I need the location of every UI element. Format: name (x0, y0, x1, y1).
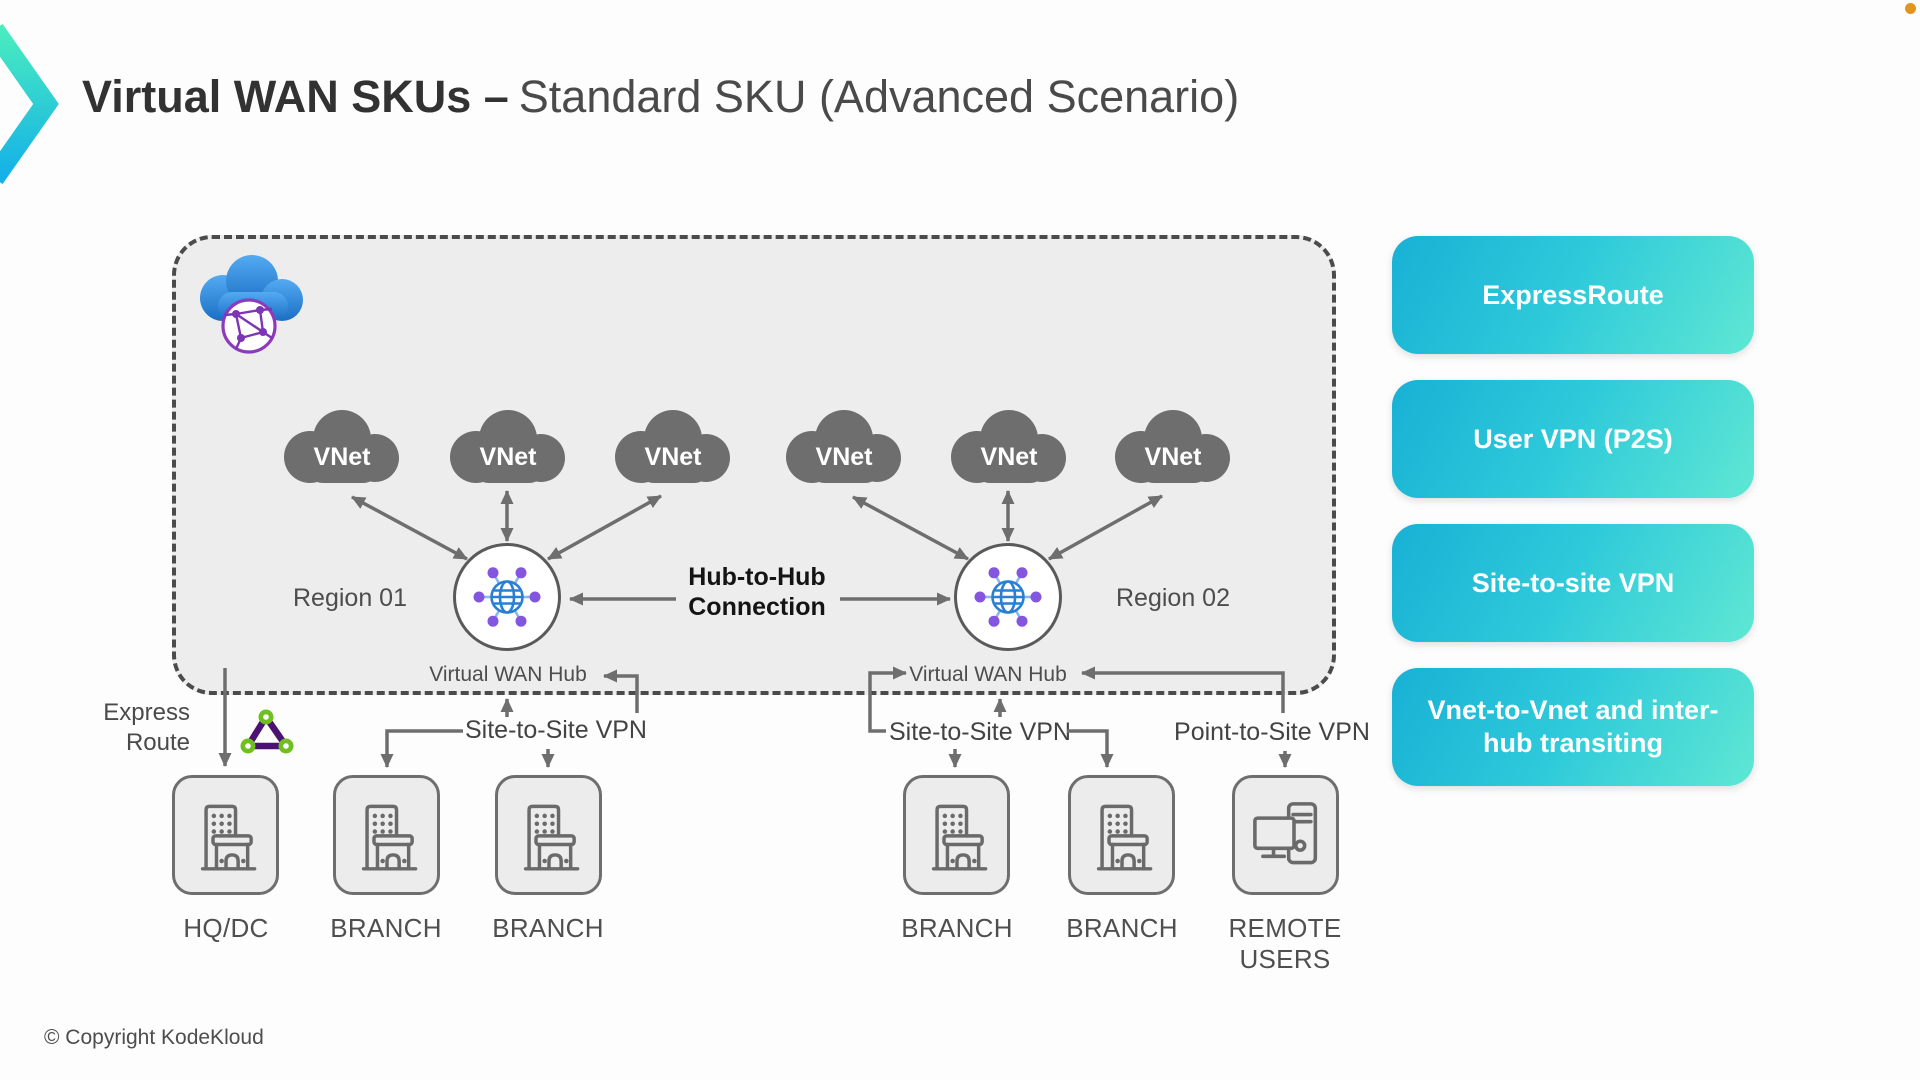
title-primary: Virtual WAN SKUs – (82, 71, 509, 122)
accent-dot (1905, 3, 1916, 14)
feature-card-user-vpn: User VPN (P2S) (1392, 380, 1754, 498)
vnet-cloud-6: VNet (1107, 403, 1239, 489)
site-label-branch-2: BRANCH (492, 913, 604, 943)
vnet-label: VNet (815, 443, 873, 471)
building-icon (523, 804, 579, 871)
feature-card-label: User VPN (P2S) (1473, 423, 1673, 454)
building-icon (361, 804, 417, 871)
vnet-label: VNet (644, 443, 702, 471)
site-to-site-vpn-label-left: Site-to-Site VPN (464, 716, 647, 744)
virtual-wan-cloud-icon (200, 255, 303, 354)
cloud-icon (615, 410, 730, 483)
site-label-branch-1: BRANCH (330, 913, 442, 943)
site-card-branch-3 (903, 775, 1010, 895)
site-card-remote-users (1232, 775, 1339, 895)
cloud-icon (284, 410, 399, 483)
cloud-icon (1115, 410, 1230, 483)
site-label-branch-4: BRANCH (1066, 913, 1178, 943)
hub-label-1: Virtual WAN Hub (429, 663, 587, 686)
cloud-icon (450, 410, 565, 483)
region-01-label: Region 01 (293, 584, 407, 612)
site-to-site-vpn-label-right: Site-to-Site VPN (888, 718, 1071, 746)
vnet-cloud-3: VNet (607, 403, 739, 489)
site-card-branch-2 (495, 775, 602, 895)
building-icon (931, 804, 987, 871)
vnet-label: VNet (980, 443, 1038, 471)
feature-card-site-to-site-vpn: Site-to-site VPN (1392, 524, 1754, 642)
hub-to-hub-label: Hub-to-Hub Connection (688, 563, 826, 621)
feature-card-vnet-to-vnet: Vnet-to-Vnet and inter-hub transiting (1392, 668, 1754, 786)
region-02-label: Region 02 (1116, 584, 1230, 612)
kodekloud-chevron-logo (0, 23, 59, 185)
virtual-wan-hub-2 (954, 543, 1062, 651)
vnet-cloud-5: VNet (943, 403, 1075, 489)
building-icon (1096, 804, 1152, 871)
vnet-cloud-1: VNet (276, 403, 408, 489)
feature-card-label: Vnet-to-Vnet and inter-hub transiting (1427, 695, 1719, 758)
site-card-branch-4 (1068, 775, 1175, 895)
building-icon (200, 804, 256, 871)
site-label-branch-3: BRANCH (901, 913, 1013, 943)
cloud-icon (786, 410, 901, 483)
virtual-wan-hub-1 (453, 543, 561, 651)
site-label-remote-users: REMOTE USERS (1228, 913, 1342, 974)
virtual-wan-hub-icon (974, 567, 1042, 627)
site-card-hqdc (172, 775, 279, 895)
virtual-wan-hub-icon (473, 567, 541, 627)
express-route-icon (240, 709, 294, 754)
hub-label-2: Virtual WAN Hub (909, 663, 1067, 686)
vnet-label: VNet (479, 443, 537, 471)
page-title: Virtual WAN SKUs –Standard SKU (Advanced… (82, 72, 1239, 122)
feature-card-expressroute: ExpressRoute (1392, 236, 1754, 354)
feature-card-label: ExpressRoute (1482, 279, 1664, 310)
title-secondary: Standard SKU (Advanced Scenario) (518, 71, 1240, 122)
vnet-cloud-2: VNet (442, 403, 574, 489)
footer-copyright: © Copyright KodeKloud (44, 1026, 264, 1049)
site-label-hqdc: HQ/DC (183, 913, 269, 943)
vnet-cloud-4: VNet (778, 403, 910, 489)
vnet-label: VNet (313, 443, 371, 471)
point-to-site-vpn-label: Point-to-Site VPN (1174, 718, 1370, 746)
site-card-branch-1 (333, 775, 440, 895)
cloud-icon (951, 410, 1066, 483)
express-route-label: Express Route (103, 699, 190, 756)
vnet-label: VNet (1144, 443, 1202, 471)
desktop-computer-icon (1252, 802, 1317, 865)
feature-card-label: Site-to-site VPN (1471, 567, 1675, 598)
